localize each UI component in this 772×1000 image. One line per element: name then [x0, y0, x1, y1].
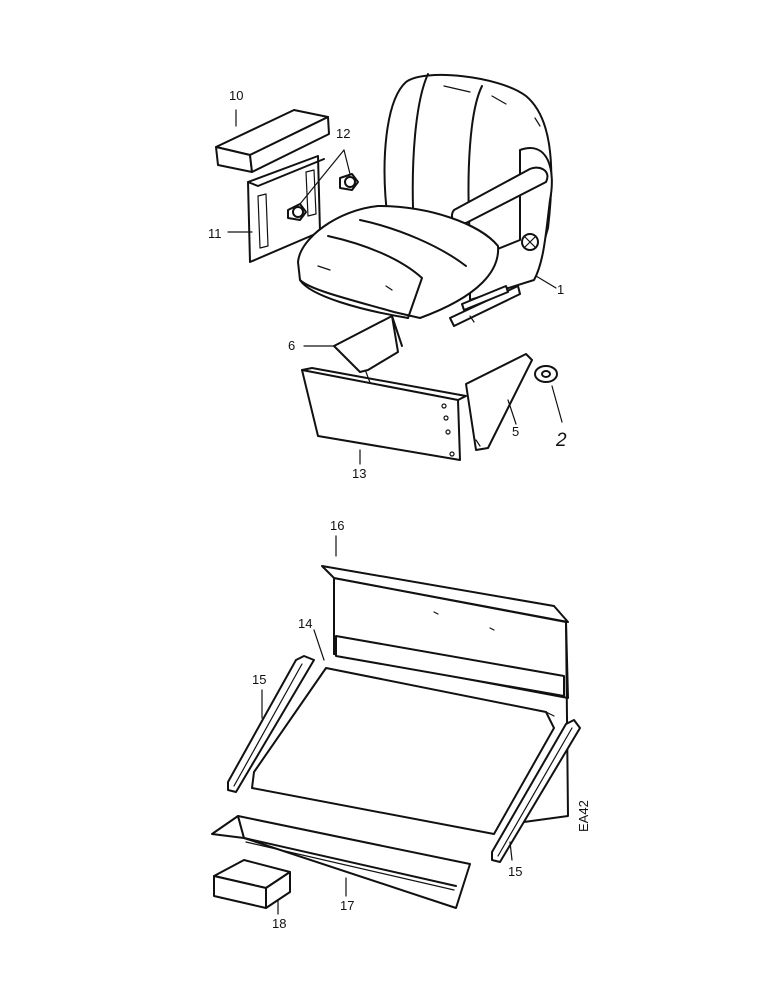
label-part-10: 10: [229, 88, 243, 103]
label-part-1: 1: [557, 282, 564, 297]
leader-lines-upper: [227, 109, 563, 465]
grommet: [534, 365, 558, 383]
floor-plate: [251, 667, 555, 835]
label-part-16: 16: [330, 518, 344, 533]
label-part-11: 11: [208, 226, 222, 241]
side-panel: [465, 353, 533, 451]
adjustment-knobs: [287, 149, 359, 221]
label-part-17: 17: [340, 898, 354, 913]
label-part-12: 12: [336, 126, 350, 141]
armrest-pad: [215, 109, 330, 173]
label-part-13: 13: [352, 466, 366, 481]
label-part-15-left: 15: [252, 672, 266, 687]
back-panel: [321, 565, 569, 823]
label-part-15-right: 15: [508, 864, 522, 879]
leader-lines-lower: [261, 535, 513, 915]
step-block: [213, 859, 291, 909]
seat-assembly: [297, 73, 553, 327]
front-panel: [301, 367, 467, 461]
left-rail-strip: [227, 655, 315, 793]
seat-support: [333, 315, 403, 389]
drawing-code: EA42: [576, 800, 591, 832]
label-part-6: 6: [288, 338, 295, 353]
label-part-5: 5: [512, 424, 519, 439]
right-rail-strip: [491, 719, 581, 863]
label-part-2: 2: [555, 430, 567, 451]
label-part-18: 18: [272, 916, 286, 931]
label-part-14: 14: [298, 616, 312, 631]
front-trim: [211, 815, 471, 909]
